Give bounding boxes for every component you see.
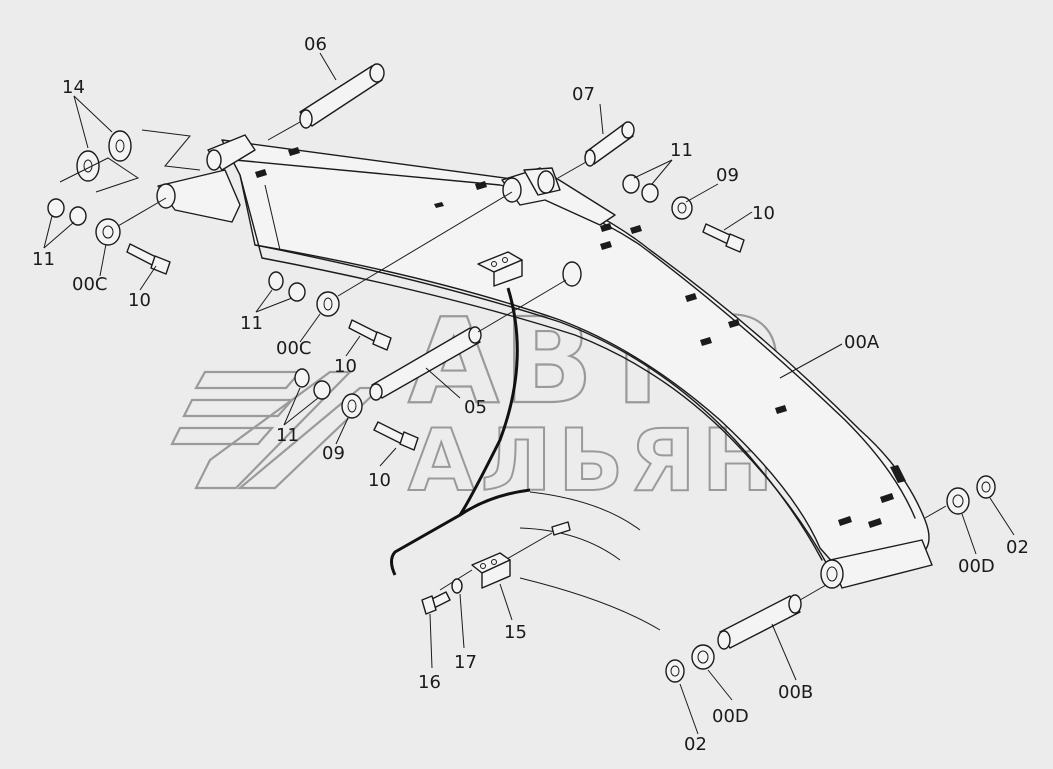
label-09-lower: 09 <box>322 443 345 464</box>
shim-14 <box>59 129 201 193</box>
arm-outline <box>529 491 641 531</box>
fastener-group-left <box>47 197 171 275</box>
bushing-00d-right <box>924 475 996 519</box>
label-02-lower: 02 <box>684 734 707 755</box>
label-00d-lower: 00D <box>712 706 749 727</box>
pin-07 <box>557 121 635 179</box>
hose-line <box>390 287 519 576</box>
label-10-top-right: 10 <box>752 203 775 224</box>
part-labels: 06 14 07 11 09 10 11 00C 10 11 00C 10 00… <box>32 34 1029 755</box>
fastener-group-right <box>622 174 745 253</box>
label-00b: 00B <box>778 682 813 703</box>
label-10-lower: 10 <box>368 470 391 491</box>
label-11-lower: 11 <box>276 425 299 446</box>
label-00c-mid: 00C <box>276 338 311 359</box>
label-05: 05 <box>464 397 487 418</box>
pin-00b <box>717 584 827 650</box>
label-00d-right: 00D <box>958 556 995 577</box>
label-11-left: 11 <box>32 249 55 270</box>
label-10-mid: 10 <box>334 356 357 377</box>
label-00a: 00A <box>844 332 880 353</box>
label-14: 14 <box>62 77 85 98</box>
label-02-right: 02 <box>1006 537 1029 558</box>
bushing-00d-lower <box>665 644 715 683</box>
label-11-mid: 11 <box>240 313 263 334</box>
label-10-left: 10 <box>128 290 151 311</box>
label-16: 16 <box>418 672 441 693</box>
label-00c-left: 00C <box>72 274 107 295</box>
bracket-15 <box>421 521 571 615</box>
label-15: 15 <box>504 622 527 643</box>
label-11-top-right: 11 <box>670 140 693 161</box>
label-07: 07 <box>572 84 595 105</box>
leader-lines <box>43 52 1015 735</box>
hose-line-2 <box>459 488 531 517</box>
pin-06 <box>267 63 385 141</box>
label-06: 06 <box>304 34 327 55</box>
boom-assembly-00a <box>156 134 933 589</box>
label-09-top-right: 09 <box>716 165 739 186</box>
label-17: 17 <box>454 652 477 673</box>
fastener-group-mid <box>268 191 567 451</box>
